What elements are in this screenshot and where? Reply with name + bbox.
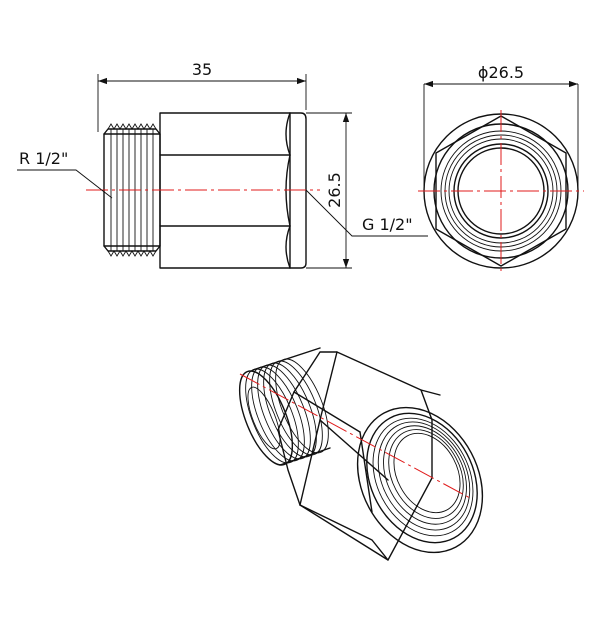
male-thread-label: R 1/2": [19, 149, 68, 168]
hex-outline: [435, 115, 567, 267]
female-thread-label: G 1/2": [362, 215, 413, 234]
iso-centerline: [239, 373, 471, 499]
iso-hex-body: [277, 351, 441, 561]
thread-teeth-bottom: [107, 250, 157, 257]
isometric-view: [238, 347, 484, 561]
iso-female-end: [356, 406, 484, 554]
length-dimension: 35: [97, 60, 307, 132]
male-thread-callout: R 1/2": [17, 149, 113, 199]
front-view: [418, 110, 584, 272]
length-dimension-label: 35: [192, 60, 212, 79]
diameter-dimension-label: ϕ26.5: [478, 63, 524, 82]
iso-male-end: [238, 347, 331, 466]
height-dimension-label: 26.5: [325, 172, 344, 208]
thread-teeth-top: [107, 123, 157, 130]
female-thread-callout: G 1/2": [305, 189, 428, 237]
side-view: [86, 112, 320, 269]
height-dimension: 26.5: [306, 112, 352, 269]
diameter-dimension: ϕ26.5: [423, 63, 579, 190]
